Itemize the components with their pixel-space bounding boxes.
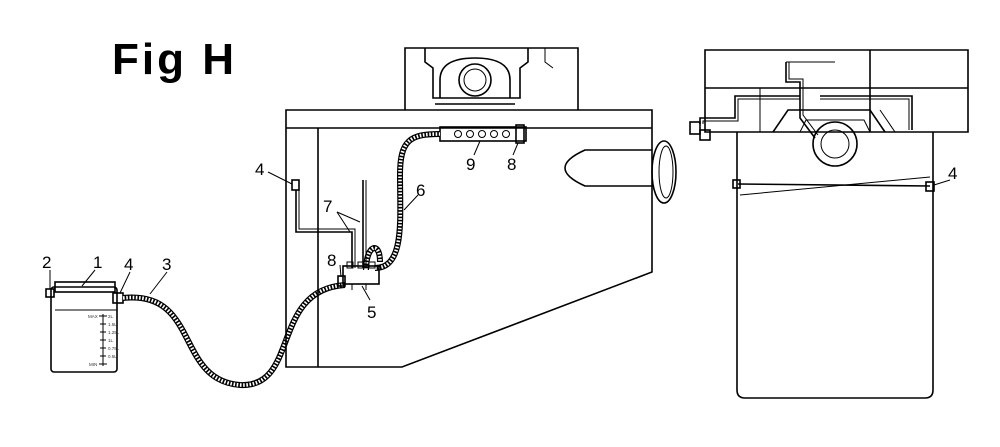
callout-8: 8 [327, 251, 336, 270]
scale-min-label: MIN [89, 362, 97, 367]
fitting-4-side [291, 179, 300, 191]
machine-body-side [285, 47, 677, 368]
callout-7: 7 [323, 197, 332, 216]
callout-5: 5 [367, 303, 376, 322]
oil-lines [291, 179, 367, 268]
callout-1: 1 [93, 253, 102, 272]
callout-8: 8 [507, 155, 516, 174]
scale-tick-label: 2L [108, 314, 114, 319]
supply-hose [122, 282, 346, 389]
callout-3: 3 [162, 255, 171, 274]
callout-6: 6 [416, 181, 425, 200]
reservoir-cap [45, 288, 55, 298]
feed-hose [363, 131, 441, 271]
callout-2: 2 [42, 253, 51, 272]
oil-reservoir: MAX 2L 1.5L 1.25L 1L 0.75L 0.5L MIN [45, 281, 124, 373]
scale-tick-label: 0.75L [108, 346, 120, 351]
distributor-block [337, 261, 380, 290]
scale-tick-label: 1.25L [108, 330, 120, 335]
fitting-8-top [515, 124, 525, 144]
manifold-block [439, 124, 527, 144]
callout-4: 4 [124, 255, 133, 274]
leader-lines [49, 140, 951, 301]
scale-tick-label: 0.5L [108, 354, 117, 359]
scale-tick-label: 1.5L [108, 322, 117, 327]
callout-4: 4 [255, 160, 264, 179]
reservoir-outlet-fitting [112, 292, 124, 304]
callout-9: 9 [466, 155, 475, 174]
callout-4: 4 [948, 164, 957, 183]
machine-body-front [689, 49, 969, 399]
callouts: 2 1 4 3 4 7 8 5 6 9 8 4 [42, 155, 957, 322]
fitting-8-side [337, 275, 346, 287]
scale-tick-label: 1L [108, 338, 114, 343]
front-left-fitting [689, 121, 701, 135]
figure-title: Fig H [112, 35, 237, 84]
scale-max-label: MAX [88, 314, 98, 319]
fitting-4-front [925, 181, 935, 192]
